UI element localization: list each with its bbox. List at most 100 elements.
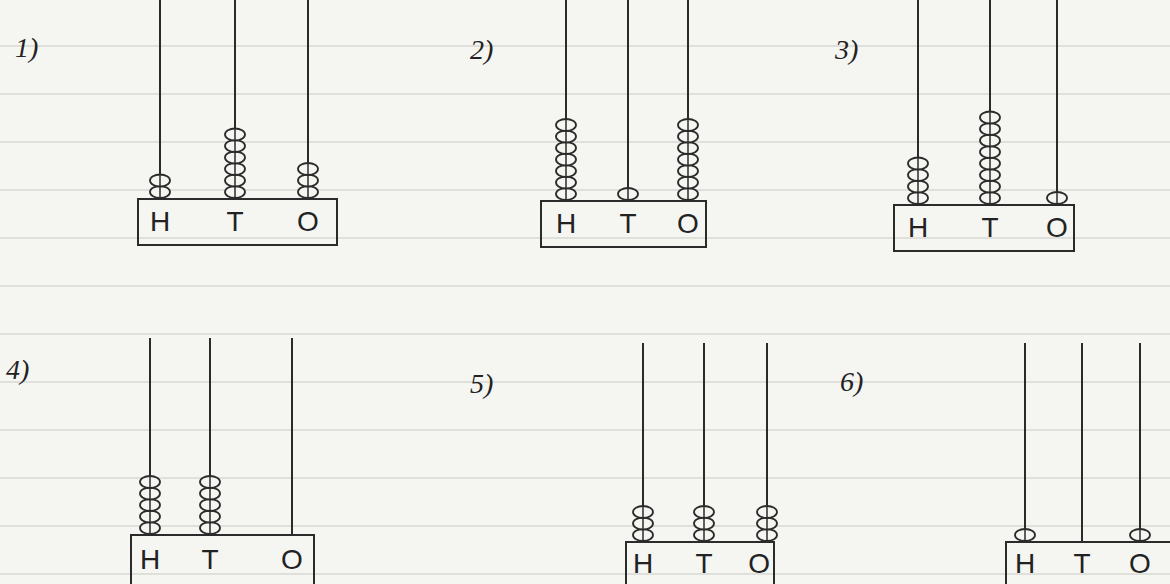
bead-rod-line [209,522,211,534]
bead-rod-line [687,154,689,166]
place-value-letter: T [226,208,243,236]
bead-rod-line [642,529,644,541]
bead-rod-line [149,511,151,523]
bead-rod-line [642,518,644,530]
abacus-bead [694,506,714,518]
bead-rod-line [766,518,768,530]
bead-rod-line [149,488,151,500]
abacus-bead [225,140,245,152]
bead-rod-line [159,175,161,187]
abacus-bead [200,499,220,511]
ruled-line [0,477,1170,478]
place-value-letter: T [695,550,712,578]
place-value-letter: T [1073,550,1090,578]
bead-rod-line [307,175,309,187]
abacus-rod [989,0,991,204]
bead-rod-line [989,192,991,204]
abacus-bead [757,518,777,530]
abacus-bead [298,175,318,187]
abacus-bead [225,163,245,175]
bead-rod-line [917,158,919,170]
bead-rod-line [642,506,644,518]
abacus-bead [298,186,318,198]
bead-rod-line [307,186,309,198]
ruled-line [0,381,1170,382]
abacus-bead [980,158,1000,170]
bead-rod-line [703,518,705,530]
abacus-bead [908,169,928,181]
abacus-bead [200,488,220,500]
bead-rod-line [209,511,211,523]
abacus-bead [556,165,576,177]
abacus-rod [565,0,567,200]
abacus-bead [678,165,698,177]
abacus-bead [757,506,777,518]
abacus-base: HTO [130,534,315,584]
bead-rod-line [149,476,151,488]
question-number: 6) [840,368,863,396]
abacus-bead [225,175,245,187]
abacus-bead [200,522,220,534]
abacus-bead [980,112,1000,124]
bead-rod-line [917,192,919,204]
bead-rod-line [989,135,991,147]
abacus-bead [678,131,698,143]
abacus-bead [556,119,576,131]
bead-rod-line [989,112,991,124]
bead-rod-line [766,529,768,541]
bead-rod-line [234,129,236,141]
abacus [908,0,1067,204]
bead-rod-line [687,177,689,189]
place-value-letter: O [1046,214,1068,242]
bead-rod-line [209,499,211,511]
bead-rod-line [989,158,991,170]
abacus-bead [980,123,1000,135]
abacus-rod [149,338,151,534]
abacus-bead [980,169,1000,181]
abacus-bead [618,188,638,200]
abacus-base: HTO [625,541,775,584]
abacus-bead [1015,529,1035,541]
abacus-bead [556,142,576,154]
bead-rod-line [209,476,211,488]
bead-rod-line [565,154,567,166]
abacus-bead [980,135,1000,147]
abacus-bead [694,518,714,530]
question-number: 2) [470,36,493,64]
place-value-letter: O [677,210,699,238]
abacus-rod [159,0,161,198]
abacus-rod [1081,343,1083,541]
abacus-rod [917,0,919,204]
ruled-line [0,525,1170,526]
bead-rod-line [687,119,689,131]
bead-rod-line [917,169,919,181]
abacus-bead [980,192,1000,204]
abacus-bead [556,188,576,200]
abacus-bead [980,181,1000,193]
abacus-bead [140,488,160,500]
ruled-line [0,573,1170,574]
ruled-line [0,45,1170,46]
abacus-rod [627,0,629,200]
abacus-bead [908,158,928,170]
bead-rod-line [234,140,236,152]
bead-rod-line [565,188,567,200]
question-number: 4) [6,356,29,384]
place-value-letter: T [201,546,218,574]
place-value-letter: H [140,546,160,574]
abacus-bead [140,511,160,523]
abacus-bead [556,154,576,166]
ruled-line [0,333,1170,334]
abacus-bead [225,129,245,141]
bead-rod-line [565,119,567,131]
bead-rod-line [565,165,567,177]
question-number: 5) [470,370,493,398]
abacus [150,0,318,198]
bead-rod-line [1056,192,1058,204]
place-value-letter: H [150,208,170,236]
bead-rod-line [565,131,567,143]
place-value-letter: H [633,550,653,578]
bead-rod-line [687,188,689,200]
abacus-base: HTO [540,200,707,248]
